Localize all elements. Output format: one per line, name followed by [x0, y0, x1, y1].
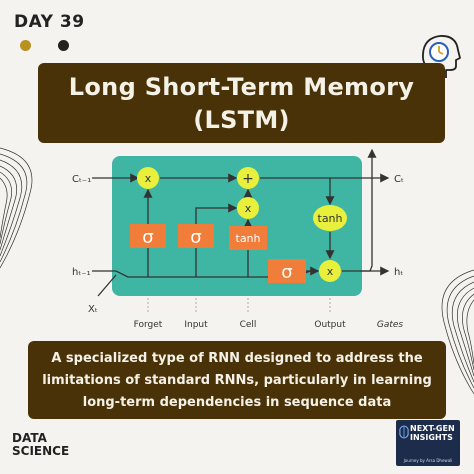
brand-right-line-2: INSIGHTS: [410, 433, 453, 442]
hidden-next-label: hₜ: [394, 267, 403, 278]
gold-dot-icon: [20, 40, 31, 51]
cell-tanh-box: [229, 226, 267, 250]
head-clock-icon: [422, 35, 461, 78]
output-sigma-label: σ: [281, 262, 292, 283]
input-sigma-box: [178, 224, 214, 248]
brand-left-line-2: SCIENCE: [12, 444, 70, 458]
forget-sigma-box: [130, 224, 166, 248]
cell-next-label: Cₜ: [394, 174, 404, 185]
input-multiply-node: [237, 197, 259, 219]
gate-label-input: Input: [184, 320, 208, 330]
title-line-2: (LSTM): [193, 106, 290, 134]
description-line-3: long-term dependencies in sequence data: [82, 395, 392, 410]
brand-right-line-1: NEXT-GEN: [410, 424, 455, 433]
cell-prev-label: Cₜ₋₁: [72, 174, 91, 185]
cell-add-node: [237, 167, 259, 189]
forget-sigma-label: σ: [142, 227, 153, 248]
output-tanh-node: [313, 205, 347, 231]
gate-label-forget: Forget: [134, 320, 163, 330]
output-sigma-box: [268, 259, 306, 283]
brand-left-line-1: DATA: [12, 431, 47, 445]
description-line-2: limitations of standard RNNs, particular…: [42, 373, 432, 388]
output-tanh-label: tanh: [318, 212, 343, 225]
next-gen-insights-logo: NEXT-GEN INSIGHTS Journey by Arsa Dhewal…: [396, 420, 460, 466]
input-multiply-label: x: [245, 202, 252, 215]
output-multiply-node: [319, 260, 341, 282]
description-banner: A specialized type of RNN designed to ad…: [28, 341, 446, 419]
x-input-label: Xₜ: [88, 304, 98, 315]
black-dot-icon: [58, 40, 69, 51]
brain-icon: [399, 425, 409, 439]
forget-multiply-label: x: [145, 172, 152, 185]
gate-label-output: Output: [314, 320, 346, 330]
forget-multiply-node: [137, 167, 159, 189]
input-sigma-label: σ: [190, 227, 201, 248]
concentric-wave-icon: [441, 269, 474, 395]
day-label: DAY 39: [14, 12, 85, 32]
brand-tagline: Journey by Arsa Dhewali: [403, 458, 453, 463]
gate-label-cell: Cell: [240, 320, 257, 330]
cell-tanh-label: tanh: [236, 232, 261, 245]
output-multiply-label: x: [327, 265, 334, 278]
description-line-1: A specialized type of RNN designed to ad…: [51, 351, 423, 366]
data-science-logo: DATA SCIENCE: [12, 432, 69, 458]
hidden-prev-label: hₜ₋₁: [72, 267, 91, 278]
concentric-wave-icon: [0, 147, 33, 269]
cell-add-label: +: [242, 171, 254, 187]
gate-label-gates: Gates: [377, 320, 404, 330]
title-line-1: Long Short-Term Memory: [68, 73, 415, 101]
title-banner: Long Short-Term Memory (LSTM): [38, 63, 445, 143]
